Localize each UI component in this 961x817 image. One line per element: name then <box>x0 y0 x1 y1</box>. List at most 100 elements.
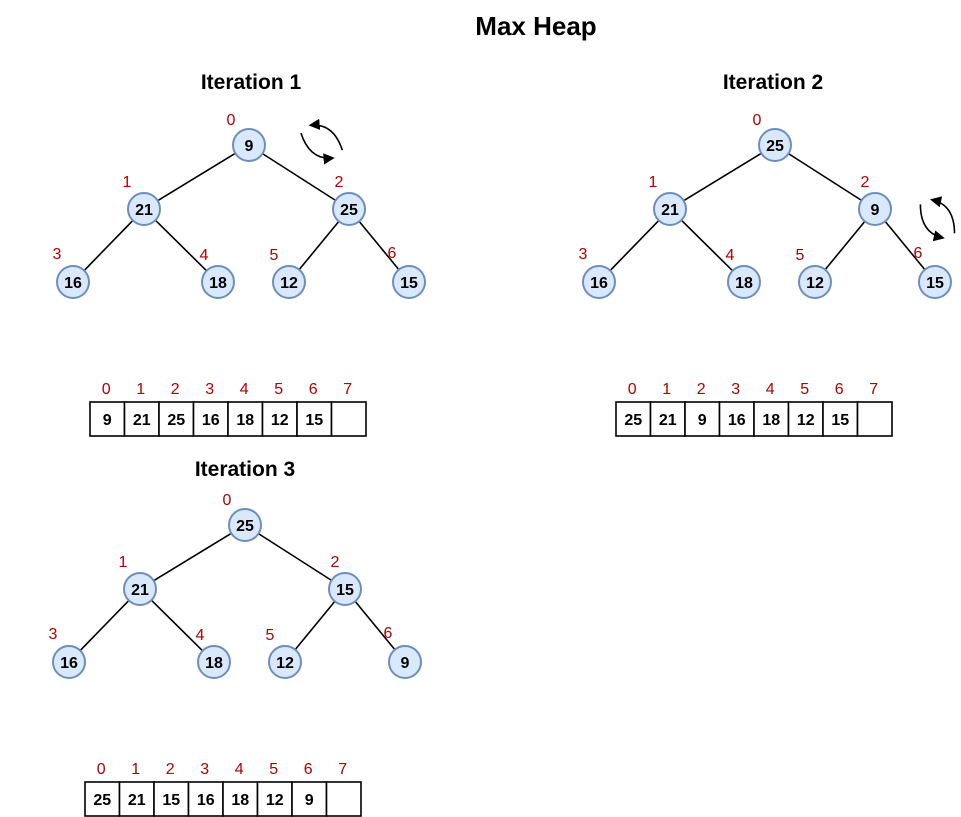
array-cell-value: 16 <box>728 412 746 429</box>
array-cell: 18 <box>227 401 264 437</box>
array-cell: 21 <box>123 401 160 437</box>
swap-arrows <box>300 118 344 165</box>
node-circle <box>727 265 761 299</box>
array-cell: 25 <box>84 781 121 817</box>
node-index-label: 0 <box>753 112 762 129</box>
array-cell: 16 <box>192 401 229 437</box>
node-value: 16 <box>64 275 82 292</box>
node-value: 15 <box>400 275 418 292</box>
heap-node: 12 <box>268 645 302 679</box>
array-index-label: 6 <box>309 381 318 398</box>
heap-node: 16 <box>582 265 616 299</box>
node-index-label: 6 <box>914 245 923 262</box>
array-cell: 25 <box>615 401 652 437</box>
node-index-label: 3 <box>579 246 588 263</box>
node-circle <box>197 645 231 679</box>
node-value: 9 <box>871 202 880 219</box>
array-index-label: 4 <box>240 381 249 398</box>
array-cell-box <box>325 781 362 817</box>
array-cell-box <box>718 401 755 437</box>
array-cell-box <box>227 401 264 437</box>
tree-edge <box>609 219 660 272</box>
array-index-label: 6 <box>304 761 313 778</box>
tree-edge <box>358 220 400 271</box>
array-index-label: 2 <box>166 761 175 778</box>
array-cell: 16 <box>187 781 224 817</box>
array-index-label: 7 <box>343 381 352 398</box>
node-value: 18 <box>209 275 227 292</box>
node-value: 9 <box>401 655 410 672</box>
heap-node: 18 <box>727 265 761 299</box>
node-index-label: 6 <box>384 625 393 642</box>
node-circle <box>272 265 306 299</box>
node-value: 21 <box>661 202 679 219</box>
tree-edge <box>154 219 208 272</box>
array-cell: 15 <box>296 401 333 437</box>
node-value: 25 <box>236 518 254 535</box>
node-circle <box>582 265 616 299</box>
node-value: 18 <box>735 275 753 292</box>
heap-node: 9 <box>388 645 422 679</box>
swap-arrow-lower <box>919 204 945 242</box>
array-cell: 18 <box>222 781 259 817</box>
array-cell-value: 12 <box>797 412 815 429</box>
tree-edge <box>262 152 336 202</box>
array-cell-value: 21 <box>659 412 677 429</box>
heap-node: 25 <box>758 128 792 162</box>
heap-node: 21 <box>123 572 157 606</box>
node-circle <box>232 128 266 162</box>
array-index-label: 2 <box>171 381 180 398</box>
array-cell: 21 <box>118 781 155 817</box>
node-value: 9 <box>245 138 254 155</box>
array-cell <box>856 401 893 437</box>
iteration-panel-3: Iteration 325021115216318412596250211152… <box>49 458 422 817</box>
tree-edge <box>298 220 340 271</box>
array-index-label: 0 <box>97 761 106 778</box>
array-cell-box <box>291 781 328 817</box>
node-circle <box>123 572 157 606</box>
swap-arrow-upper <box>308 118 344 151</box>
node-index-label: 0 <box>223 492 232 509</box>
array-cell-value: 18 <box>231 792 249 809</box>
heap-node: 15 <box>328 572 362 606</box>
array-index-label: 1 <box>136 381 145 398</box>
array-cell <box>330 401 367 437</box>
array-cell: 9 <box>291 781 328 817</box>
array-cell-box <box>192 401 229 437</box>
array-index-label: 3 <box>200 761 209 778</box>
tree-edge <box>258 532 332 582</box>
array-cell: 16 <box>718 401 755 437</box>
array-index-label: 7 <box>338 761 347 778</box>
array-cell-value: 12 <box>271 412 289 429</box>
node-value: 15 <box>926 275 944 292</box>
tree-edge <box>683 152 762 202</box>
node-circle <box>268 645 302 679</box>
node-circle <box>332 192 366 226</box>
array-index-label: 4 <box>766 381 775 398</box>
node-circle <box>228 508 262 542</box>
iteration-title: Iteration 3 <box>195 458 295 481</box>
array-cell: 12 <box>261 401 298 437</box>
tree-edge <box>153 532 232 582</box>
node-index-label: 5 <box>796 247 805 264</box>
node-value: 21 <box>135 202 153 219</box>
node-index-label: 2 <box>335 174 344 191</box>
heap-node: 21 <box>653 192 687 226</box>
array-cell <box>325 781 362 817</box>
array-index-label: 3 <box>731 381 740 398</box>
node-circle <box>201 265 235 299</box>
array-cell: 21 <box>649 401 686 437</box>
array-index-label: 3 <box>205 381 214 398</box>
array-index-label: 7 <box>869 381 878 398</box>
array-cell-value: 16 <box>202 412 220 429</box>
array-index-label: 1 <box>662 381 671 398</box>
array-cell: 12 <box>256 781 293 817</box>
array-cell-box <box>123 401 160 437</box>
heap-node: 12 <box>272 265 306 299</box>
node-value: 12 <box>276 655 294 672</box>
node-circle <box>56 265 90 299</box>
heap-node: 9 <box>858 192 892 226</box>
